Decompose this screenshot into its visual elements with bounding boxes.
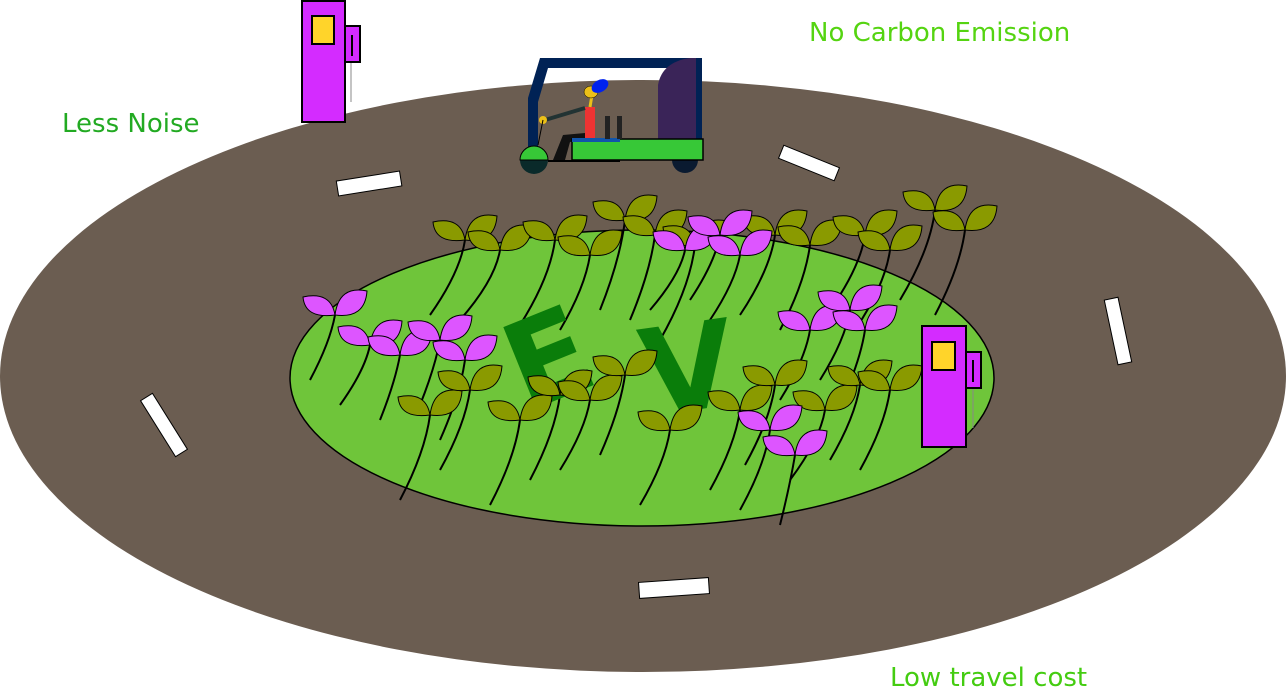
olive-leaf [824,384,858,411]
pink-leaf [367,335,401,357]
plant-stem [429,239,466,316]
olive-leaf [432,220,466,242]
plant-stem [659,244,696,341]
plant-stem [459,249,501,321]
olive-leaf [964,204,998,231]
olive-leaf [522,220,556,242]
lane-mark [335,170,403,197]
olive-leaf [557,380,591,402]
olive-leaf [624,349,658,376]
vehicle-rear-panel [658,58,696,140]
olive-leaf [527,375,561,397]
driver-body [585,107,595,138]
olive-leaf [637,410,671,432]
olive-leaf [827,365,861,387]
pink-leaf [334,289,368,316]
plant-stem [779,454,796,526]
olive-leaf [487,400,521,422]
olive-leaf [889,224,923,251]
plant-stem [379,354,401,421]
plant-stem [309,314,336,381]
lane-mark [139,392,189,458]
plant-stem [439,389,471,471]
pink-leaf [652,230,686,252]
plant-stem [559,399,591,471]
plant-stem [709,254,741,321]
charging-station-top [301,0,361,123]
label-less-noise: Less Noise [62,109,200,139]
olive-leaf [437,370,471,392]
electric-vehicle[interactable] [519,58,704,174]
lane-mark [1103,296,1133,366]
pink-leaf [769,404,803,431]
front-fender [519,145,549,161]
olive-leaf [774,359,808,386]
label-no-carbon-emission: No Carbon Emission [809,18,1070,48]
olive-leaf [832,215,866,237]
olive-leaf [592,200,626,222]
plant-stem [629,234,656,321]
olive-leaf [589,374,623,401]
plant-stem [489,419,521,506]
olive-leaf [467,230,501,252]
plant-leaves [302,184,998,457]
pink-leaf [407,320,441,342]
olive-leaf [739,384,773,411]
plant-stem [934,229,966,316]
pink-leaf [302,295,336,317]
pink-leaf [864,304,898,331]
plant-stem [399,414,431,501]
pink-leaf [739,229,773,256]
pink-leaf [849,284,883,311]
pink-leaf [464,334,498,361]
olive-leaf [902,190,936,212]
pink-leaf [707,235,741,257]
olive-leaf [707,390,741,412]
pink-leaf [439,314,473,341]
plant-stem [859,389,891,471]
pink-leaf [432,340,466,362]
olive-leaf [589,229,623,256]
plant-stem [599,374,626,456]
driver-helmet [591,79,609,93]
pink-leaf [817,290,851,312]
vehicle-body [571,138,704,161]
plant-stem [829,384,861,461]
lane-mark [777,144,841,182]
olive-leaf [857,230,891,252]
plant-stem [599,219,626,311]
olive-leaf [622,215,656,237]
pink-leaf [337,325,371,347]
front-wheel-icon [520,160,548,174]
olive-leaf [857,370,891,392]
charging-station-right [921,325,982,448]
plant-stem [339,344,371,406]
pink-leaf [832,310,866,332]
lane-markings [139,144,1133,599]
plant-stem [639,429,671,506]
olive-leaf [934,184,968,211]
olive-leaf [397,395,431,417]
plant-stem [649,249,686,311]
pink-leaf [762,435,796,457]
plant-stem [519,239,556,326]
olive-leaf [469,364,503,391]
pink-leaf [687,215,721,237]
plant-stem [739,234,776,316]
olive-leaf [777,225,811,247]
plant-stem [529,394,561,481]
olive-leaf [592,355,626,377]
label-low-travel-cost: Low travel cost [890,663,1087,688]
pink-leaf [719,209,753,236]
plant-stem [559,254,591,331]
pink-leaf [794,429,828,456]
olive-leaf [742,365,776,387]
olive-leaf [557,235,591,257]
pink-leaf [737,410,771,432]
olive-leaf [669,404,703,431]
lane-mark [637,577,711,599]
olive-leaf [932,210,966,232]
pink-leaf [777,310,811,332]
